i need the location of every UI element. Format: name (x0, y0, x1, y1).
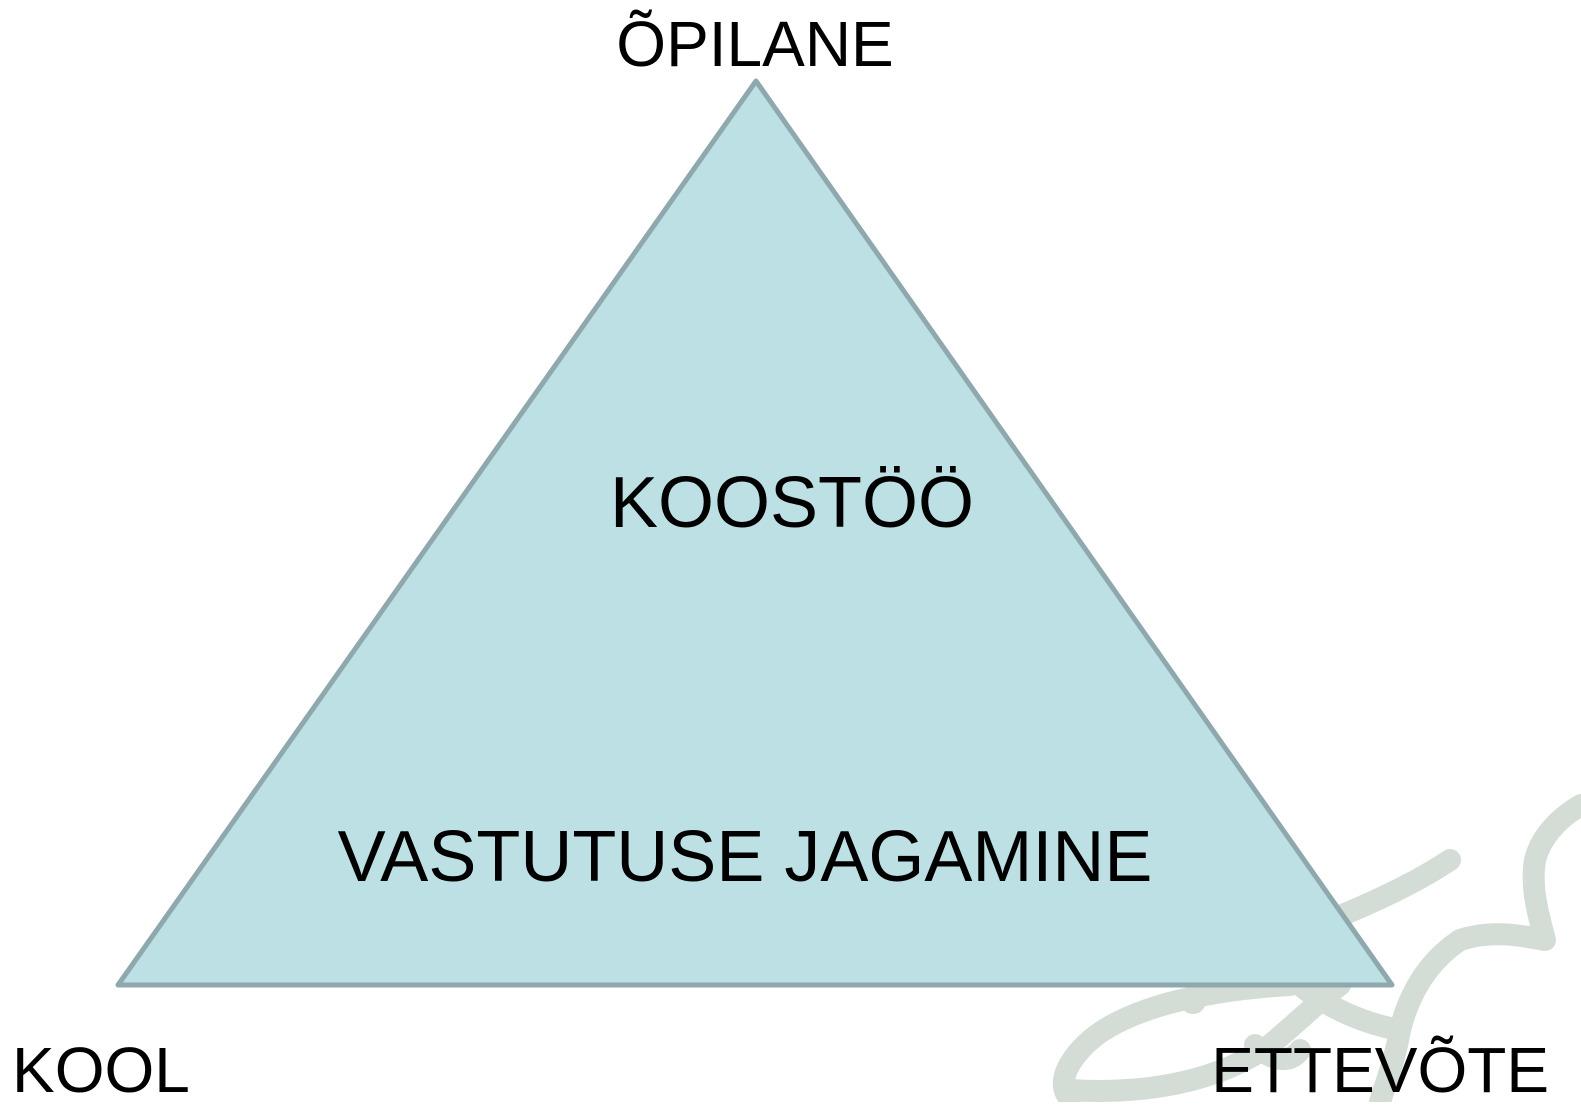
watermark-stroke-leg (1369, 1019, 1411, 1102)
watermark-stroke-small (1244, 1034, 1311, 1070)
vertex-label-top: ÕPILANE (616, 8, 894, 80)
watermark-stroke-body (1289, 794, 1581, 1041)
triangle-shape (115, 78, 1395, 988)
vertex-label-bottom-left: KOOL (12, 1034, 190, 1106)
vertex-label-bottom-right: ETTEVÕTE (1211, 1034, 1549, 1106)
watermark-stroke-arm (1319, 849, 1461, 931)
watermark-decoration (1052, 794, 1581, 1102)
inner-label-lower: VASTUTUSE JAGAMINE (337, 817, 1153, 897)
watermark-dot (1180, 988, 1206, 1014)
inner-label-upper: KOOSTÖÖ (609, 463, 975, 543)
